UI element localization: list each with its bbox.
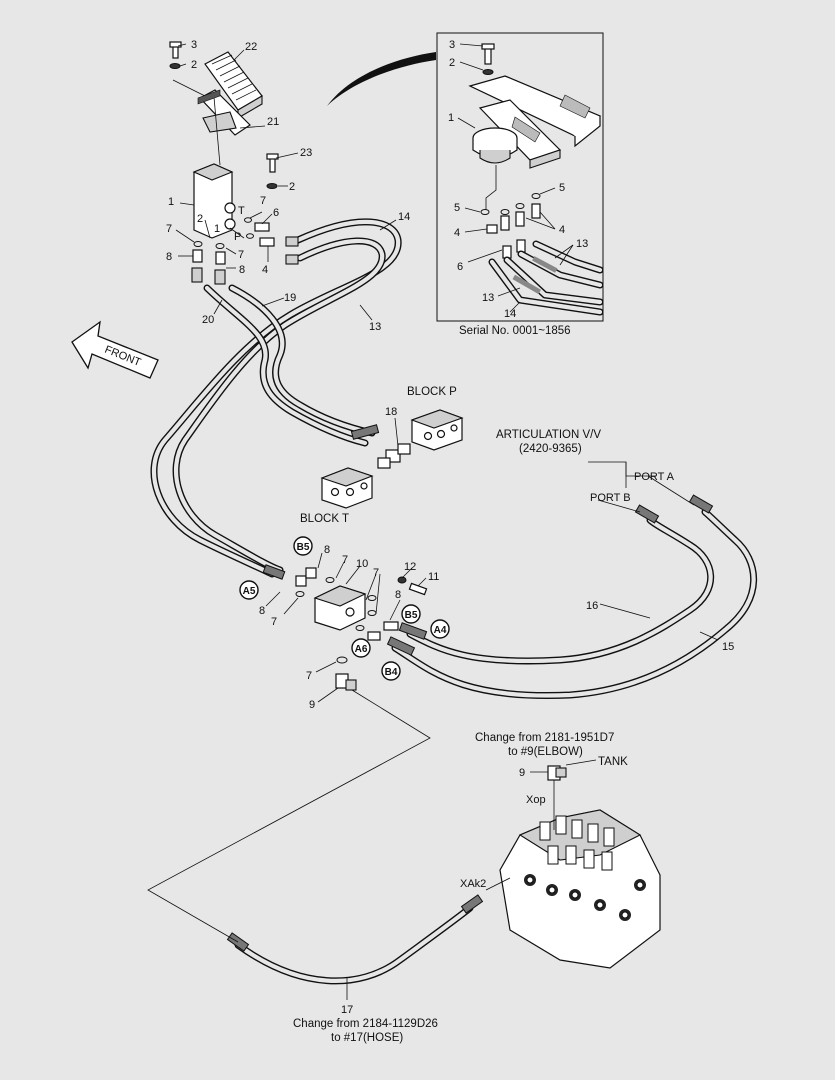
detail-arrow: [327, 52, 436, 106]
detail-label-13a: 13: [576, 238, 588, 250]
callout-21: 21: [267, 116, 279, 128]
detail-label-4a: 4: [454, 227, 460, 239]
detail-inset: 3 2 1 5 5 4 4 6 13 13 14 Serial No. 0001…: [327, 32, 604, 337]
elbow-change-line2: to #9(ELBOW): [508, 746, 583, 758]
leader-lines: [147, 43, 719, 1000]
detail-leaders: [457, 43, 574, 313]
detail-label-6: 6: [457, 261, 463, 273]
block-p-label: BLOCK P: [407, 386, 457, 398]
callout-9a: 9: [309, 699, 315, 711]
callout-23: 23: [300, 147, 312, 159]
callout-19: 19: [284, 292, 296, 304]
callout-18: 18: [385, 406, 397, 418]
block-t: [320, 467, 374, 509]
detail-label-5b: 5: [454, 202, 460, 214]
detail-hoses: [488, 240, 604, 316]
detail-fittings: [480, 193, 541, 259]
detail-label-13b: 13: [482, 292, 494, 304]
callout-8d: 8: [395, 589, 401, 601]
callout-15: 15: [722, 641, 734, 653]
detail-caption: Serial No. 0001~1856: [459, 325, 571, 337]
svg-text:A4: A4: [434, 625, 447, 636]
callout-7a: 7: [260, 195, 266, 207]
callout-labels: 3 2 22 21 23 2 1 2 T 7 6 7 1 P 7 8 8 4 1…: [166, 39, 734, 1044]
detail-pedal: [468, 43, 602, 210]
callout-7g: 7: [306, 670, 312, 682]
callout-8b: 8: [239, 264, 245, 276]
callout-8e: 8: [259, 605, 265, 617]
port-t-label: T: [238, 205, 245, 217]
port-markers: B5 A5 B5 A4 A6 B4: [239, 536, 450, 681]
callout-4: 4: [262, 264, 268, 276]
callout-7e: 7: [373, 567, 379, 579]
callout-11: 11: [428, 571, 439, 583]
callout-3: 3: [191, 39, 197, 51]
tank-label: TANK: [598, 756, 628, 768]
xop-label: Xop: [526, 794, 546, 806]
articulation-part-no: (2420-9365): [519, 443, 582, 455]
callout-22: 22: [245, 41, 257, 53]
marker-a6: A6: [351, 638, 371, 658]
articulation-title: ARTICULATION V/V: [496, 429, 601, 441]
tee-fitting-18: [377, 443, 411, 469]
detail-label-14: 14: [504, 308, 516, 320]
detail-label-1: 1: [448, 112, 454, 124]
marker-b5-top: B5: [293, 536, 313, 556]
main-hoses: [150, 218, 758, 985]
svg-text:B5: B5: [297, 542, 310, 553]
pedal-valve: [169, 41, 299, 285]
callout-2a: 2: [191, 59, 197, 71]
callout-1b: 1: [214, 223, 220, 235]
callout-7d: 7: [342, 554, 348, 566]
callout-16: 16: [586, 600, 598, 612]
callout-10: 10: [356, 558, 368, 570]
callout-13: 13: [369, 321, 381, 333]
callout-8a: 8: [166, 251, 172, 263]
block-t-label: BLOCK T: [300, 513, 349, 525]
detail-label-5a: 5: [559, 182, 565, 194]
svg-text:A6: A6: [355, 644, 368, 655]
callout-2b: 2: [289, 181, 295, 193]
port-p-label: P: [234, 231, 241, 243]
detail-label-2: 2: [449, 57, 455, 69]
hose-change-line2: to #17(HOSE): [331, 1032, 403, 1044]
marker-a5: A5: [239, 580, 259, 600]
callout-14: 14: [398, 211, 410, 223]
svg-text:B5: B5: [405, 610, 418, 621]
svg-text:B4: B4: [385, 667, 398, 678]
elbow-change-line1: Change from 2181-1951D7: [475, 732, 614, 744]
callout-7c: 7: [238, 249, 244, 261]
callout-6: 6: [273, 207, 279, 219]
detail-frame: [436, 32, 604, 322]
callout-8c: 8: [324, 544, 330, 556]
callout-2c: 2: [197, 213, 203, 225]
marker-a4: A4: [430, 619, 450, 639]
callout-12: 12: [404, 561, 416, 573]
xak2-label: XAk2: [460, 878, 486, 890]
front-arrow: FRONT: [71, 320, 159, 379]
callout-9b: 9: [519, 767, 525, 779]
callout-1a: 1: [168, 196, 174, 208]
marker-b5-right: B5: [401, 604, 421, 624]
callout-7b: 7: [166, 223, 172, 235]
detail-label-3: 3: [449, 39, 455, 51]
detail-label-4b: 4: [559, 224, 565, 236]
hose-change-line1: Change from 2184-1129D26: [293, 1018, 438, 1030]
port-b-label: PORT B: [590, 492, 631, 504]
port-a-label: PORT A: [634, 471, 675, 483]
articulation-valve-group: [295, 567, 428, 691]
block-p: [410, 409, 464, 451]
control-valve: [485, 765, 661, 969]
callout-17: 17: [341, 1004, 353, 1016]
callout-7f: 7: [271, 616, 277, 628]
marker-b4: B4: [381, 661, 401, 681]
svg-text:A5: A5: [243, 586, 256, 597]
callout-20: 20: [202, 314, 214, 326]
